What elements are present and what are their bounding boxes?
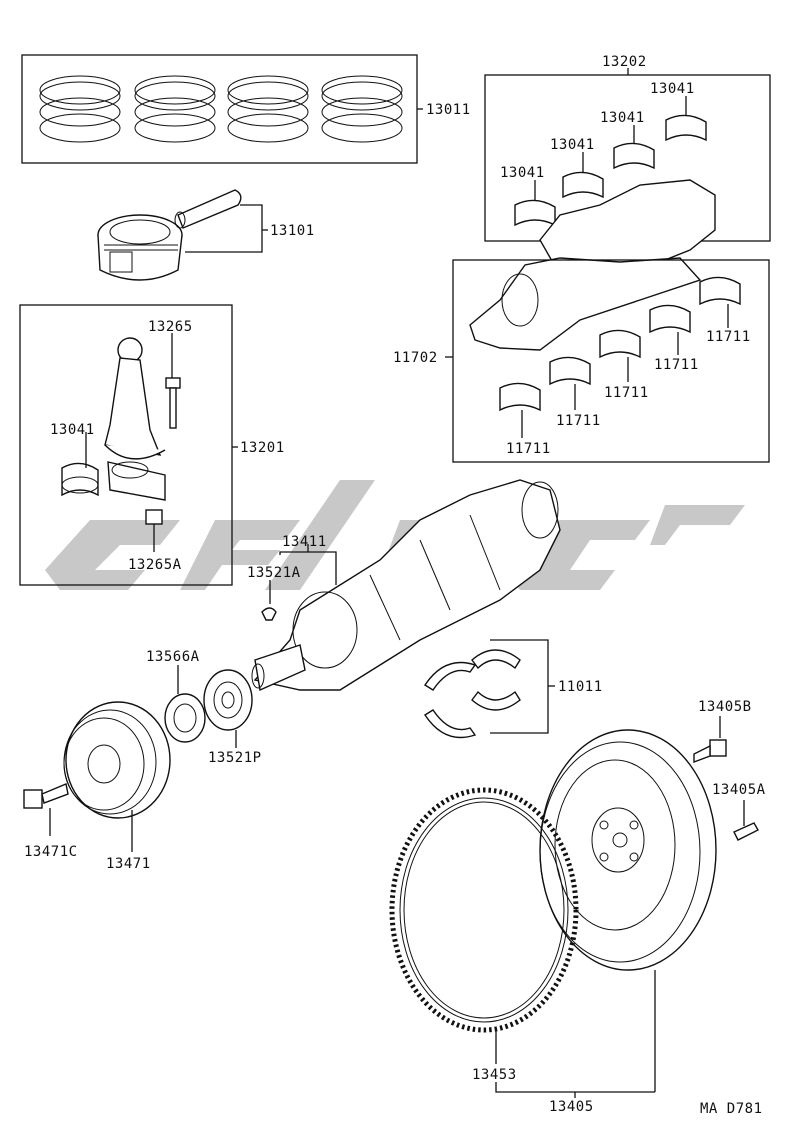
label-pulley: 13471 [106,856,151,872]
flywheel-bolt[interactable] [693,739,727,764]
flywheel-pin[interactable] [733,822,759,841]
ring-set-3[interactable] [227,75,309,143]
crankshaft[interactable] [251,479,561,692]
upper-bearing-3[interactable] [613,125,655,170]
piston[interactable] [97,214,183,281]
label-lower-5: 11711 [706,329,751,345]
timing-gear[interactable] [203,669,253,731]
crank-pulley[interactable] [63,701,171,819]
lower-bearing-3[interactable] [599,329,641,382]
crank-key[interactable] [261,607,277,621]
label-flywheel-bolt: 13405B [698,699,752,715]
pulley-bolt[interactable] [23,783,69,809]
crank-bearing-box [445,259,770,463]
label-lower-4: 11711 [654,357,699,373]
label-timing-gear: 13521P [208,750,262,766]
label-piston: 13101 [270,223,315,239]
label-flywheel-pin: 13405A [712,782,766,798]
label-rod-bolt: 13265 [148,319,193,335]
label-upper-2: 13041 [550,137,595,153]
label-ring-gear: 13453 [472,1067,517,1083]
label-upper-1: 13041 [500,165,545,181]
thrust-washers[interactable] [424,649,521,739]
lower-bearing-2[interactable] [549,356,591,410]
label-pulley-bolt: 13471C [24,844,78,860]
label-rings: 13011 [426,102,471,118]
rod-nut[interactable] [145,509,163,525]
lower-bearing-5[interactable] [699,276,741,328]
label-flywheel: 13405 [549,1099,594,1115]
washer[interactable] [164,693,206,743]
rod-cap[interactable] [107,461,166,501]
label-crank-bearing-set: 11702 [393,350,438,366]
drawing-code: MA D781 [700,1101,763,1117]
label-main-upper-set: 13202 [602,54,647,70]
label-lower-3: 11711 [604,385,649,401]
connecting-rod-box [19,304,238,586]
label-rod-bearing: 13041 [50,422,95,438]
lower-bearing-4[interactable] [649,304,691,355]
label-crankshaft: 13411 [282,534,327,550]
connecting-rod[interactable] [104,337,166,460]
label-upper-3: 13041 [600,110,645,126]
ring-gear[interactable] [389,787,579,1033]
label-thrust-washers: 11011 [558,679,603,695]
ring-set-4[interactable] [321,75,403,143]
ring-set-1[interactable] [39,75,121,143]
label-upper-4: 13041 [650,81,695,97]
upper-bearing-1[interactable] [514,180,556,227]
label-lower-2: 11711 [556,413,601,429]
rod-bolt[interactable] [165,377,181,429]
label-key: 13521A [247,565,301,581]
piston-pin[interactable] [174,189,242,229]
flywheel[interactable] [539,729,717,971]
label-washer: 13566A [146,649,200,665]
piston-rings-box [21,54,423,164]
ring-set-2[interactable] [134,75,216,143]
upper-bearing-2[interactable] [562,152,604,199]
lower-bearing-1[interactable] [499,382,541,438]
label-rod-nut: 13265A [128,557,182,573]
label-rod-assy: 13201 [240,440,285,456]
rod-bearing[interactable] [61,462,99,497]
upper-bearing-4[interactable] [665,96,707,142]
crankshaft-upper-ghost [469,179,716,351]
label-lower-1: 11711 [506,441,551,457]
